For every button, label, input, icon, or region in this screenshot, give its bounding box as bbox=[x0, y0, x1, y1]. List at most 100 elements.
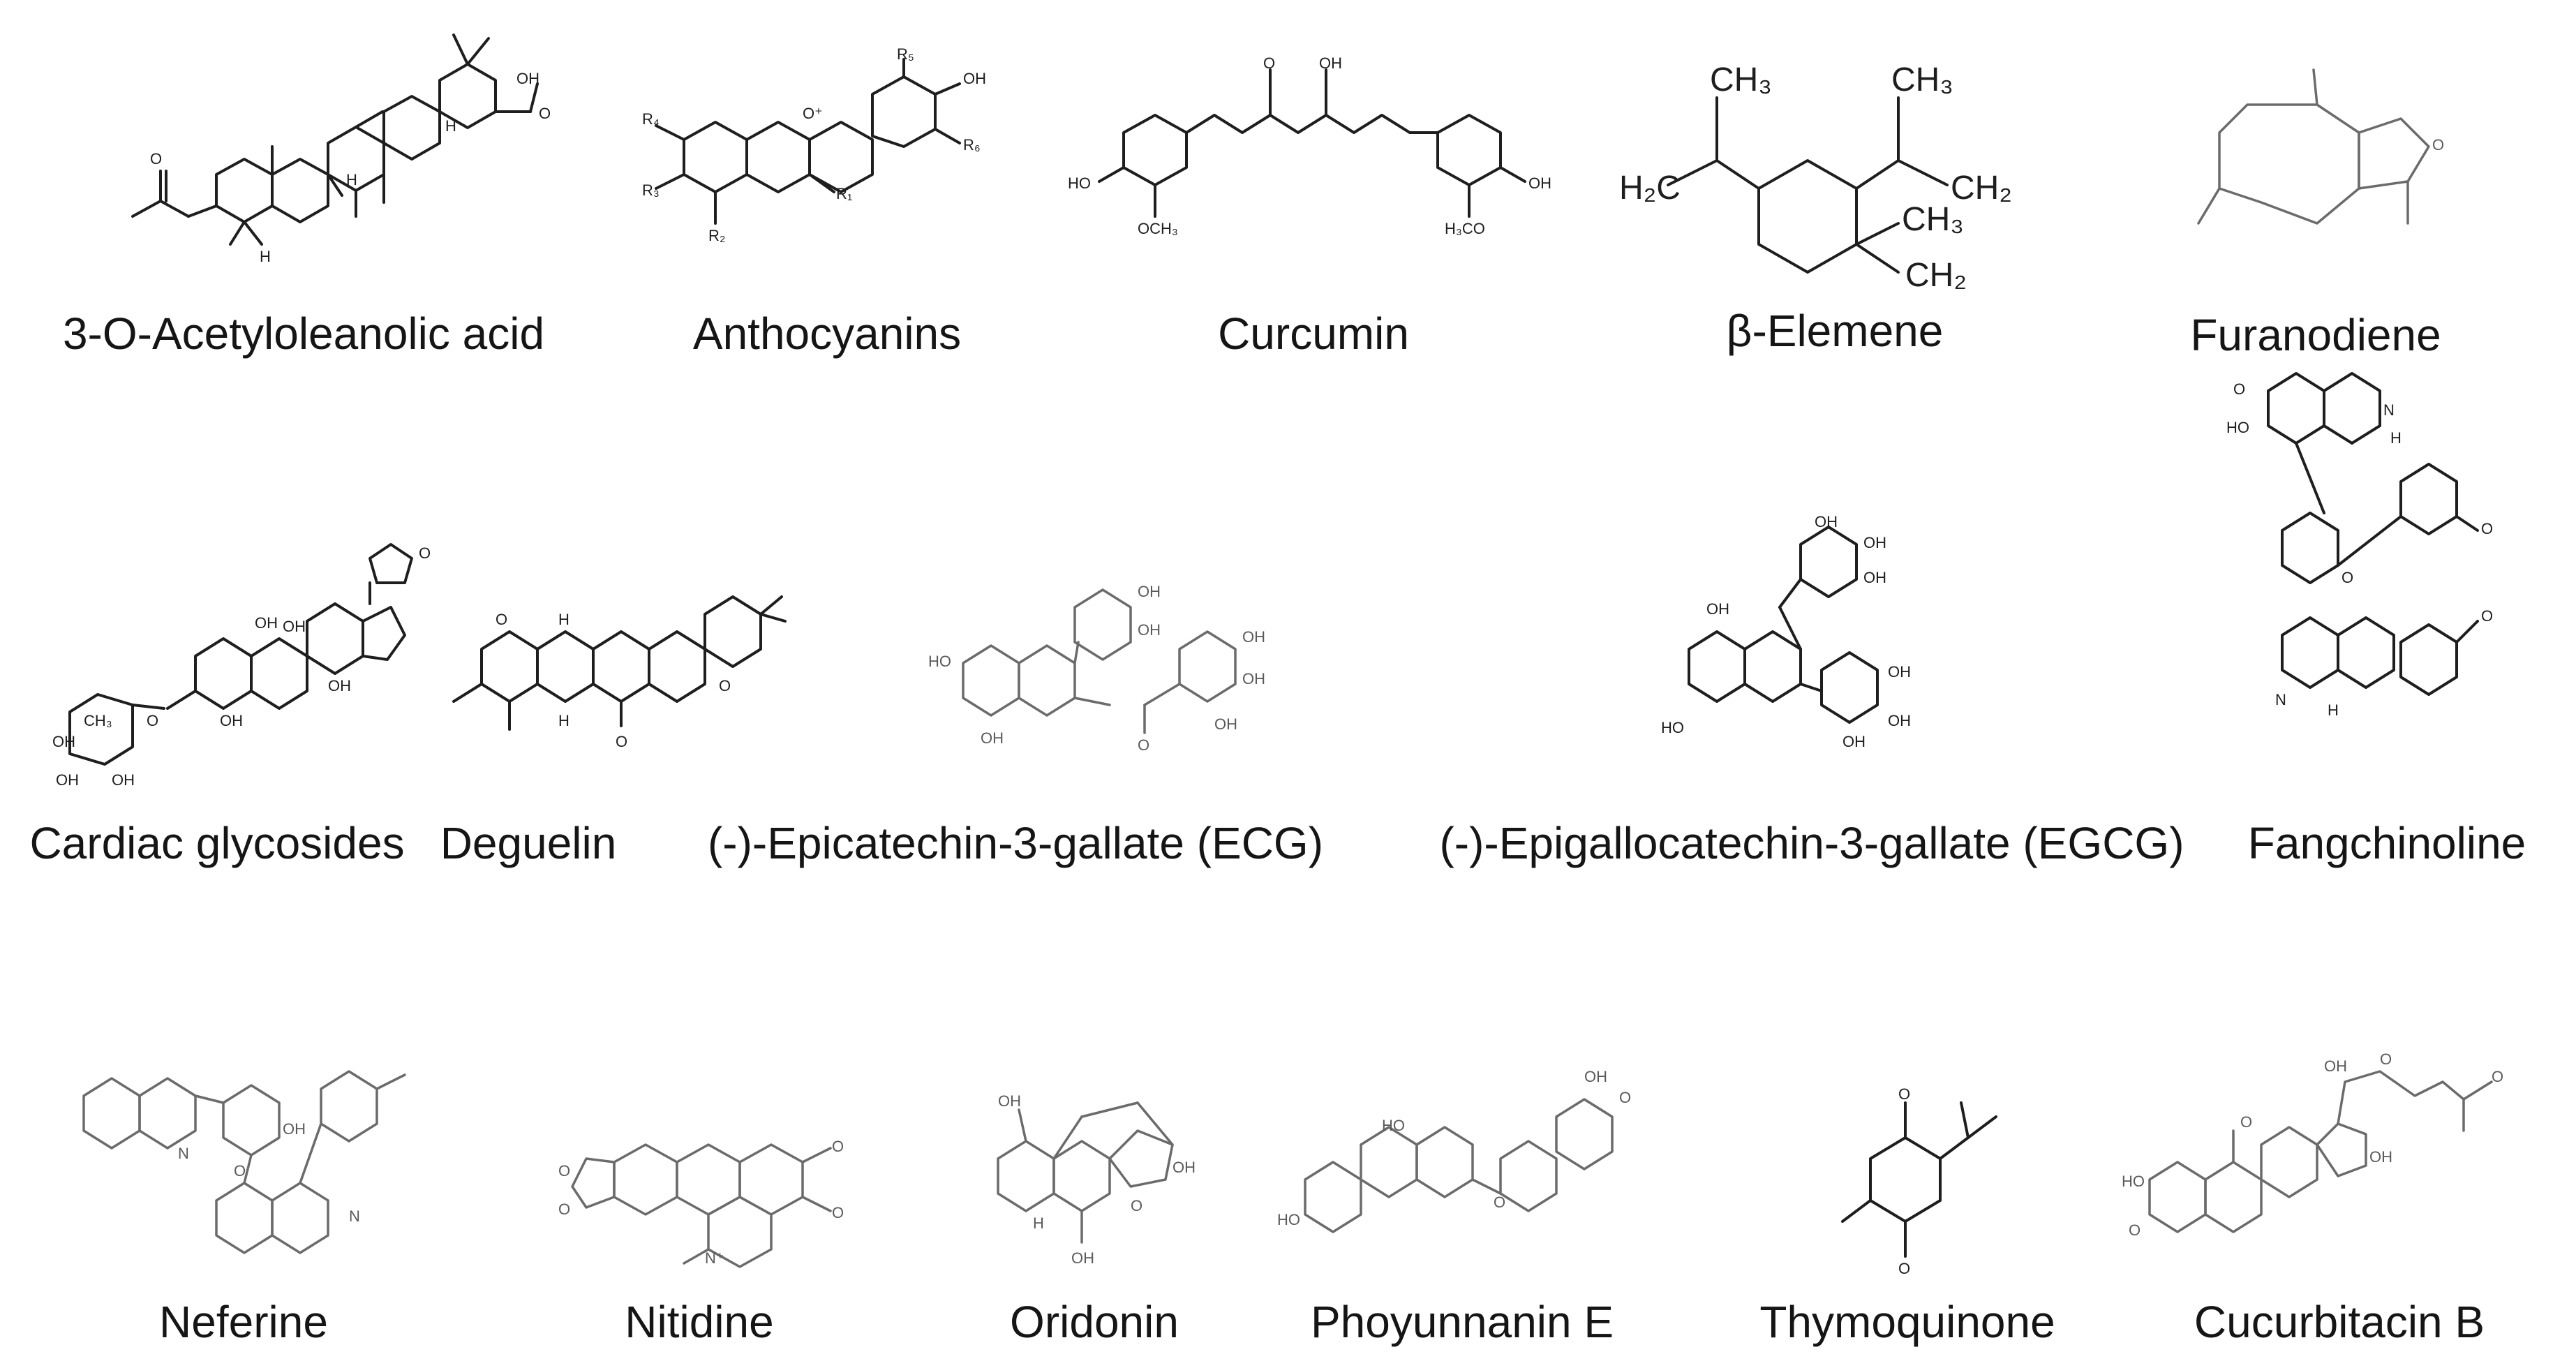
svg-text:OH: OH bbox=[56, 771, 79, 789]
svg-text:O: O bbox=[719, 677, 731, 694]
svg-text:R₆: R₆ bbox=[963, 136, 981, 154]
svg-text:O: O bbox=[2380, 1050, 2392, 1068]
svg-text:OH: OH bbox=[1863, 534, 1886, 551]
svg-text:HO: HO bbox=[928, 653, 951, 670]
svg-text:OH: OH bbox=[283, 1120, 306, 1138]
svg-text:CH₃: CH₃ bbox=[84, 712, 112, 729]
svg-text:CH₂: CH₂ bbox=[1951, 170, 2012, 207]
svg-text:OH: OH bbox=[1584, 1068, 1607, 1085]
structure-ecg: HO OH OH OH OH OH OH O bbox=[928, 583, 1265, 754]
svg-text:OH: OH bbox=[1242, 670, 1265, 687]
svg-text:O: O bbox=[539, 105, 551, 122]
svg-text:OH: OH bbox=[220, 712, 243, 729]
structure-deguelin: O H H O O bbox=[452, 595, 787, 750]
svg-text:OCH₃: OCH₃ bbox=[1138, 220, 1178, 237]
svg-text:OH: OH bbox=[1706, 600, 1729, 618]
svg-text:H₃CO: H₃CO bbox=[1445, 220, 1485, 237]
svg-text:O: O bbox=[1138, 736, 1149, 754]
svg-text:H: H bbox=[1033, 1214, 1044, 1232]
svg-text:CH₃: CH₃ bbox=[1891, 61, 1953, 98]
svg-text:OH: OH bbox=[516, 70, 539, 87]
svg-text:O: O bbox=[150, 150, 162, 168]
svg-text:CH₃: CH₃ bbox=[1902, 201, 1964, 238]
svg-text:HO: HO bbox=[2226, 419, 2249, 436]
svg-text:OH: OH bbox=[1172, 1159, 1196, 1176]
svg-text:H: H bbox=[558, 712, 569, 729]
svg-text:O: O bbox=[1131, 1197, 1142, 1214]
svg-text:R₄: R₄ bbox=[642, 110, 660, 128]
svg-text:OH: OH bbox=[1888, 663, 1911, 681]
svg-text:O: O bbox=[2233, 380, 2245, 398]
structure-anthocyanins: R₄ R₃ R₂ R₁ R₅ OH R₆ O⁺ bbox=[642, 45, 986, 244]
svg-text:OH: OH bbox=[2324, 1057, 2347, 1075]
compound-label: Phoyunnanin E bbox=[1310, 1297, 1614, 1347]
svg-text:H: H bbox=[2390, 429, 2402, 447]
svg-text:OH: OH bbox=[998, 1092, 1021, 1110]
svg-text:O: O bbox=[2432, 136, 2444, 154]
svg-text:OH: OH bbox=[1138, 621, 1161, 639]
svg-text:O: O bbox=[1898, 1260, 1910, 1277]
structure-cardiac-glycosides: O OH OH OH OH CH₃ OH OH OH O bbox=[52, 543, 431, 789]
svg-text:OH: OH bbox=[283, 618, 306, 635]
svg-text:N: N bbox=[2383, 401, 2395, 419]
svg-text:N: N bbox=[2275, 691, 2286, 708]
compound-label: (-)-Epigallocatechin-3-gallate (EGCG) bbox=[1439, 818, 2184, 868]
svg-text:O: O bbox=[147, 712, 158, 729]
compound-label: Fangchinoline bbox=[2247, 818, 2526, 868]
svg-text:O: O bbox=[2240, 1113, 2252, 1131]
compound-label: Deguelin bbox=[440, 818, 617, 868]
svg-text:O: O bbox=[2492, 1068, 2503, 1085]
svg-text:H: H bbox=[346, 171, 357, 188]
svg-text:O: O bbox=[1494, 1194, 1505, 1211]
svg-text:R₅: R₅ bbox=[897, 45, 914, 63]
svg-text:R₁: R₁ bbox=[836, 185, 852, 202]
structure-thymoquinone: O O bbox=[1841, 1085, 1997, 1277]
svg-text:O: O bbox=[2342, 569, 2353, 586]
svg-text:OH: OH bbox=[328, 677, 351, 694]
svg-text:H: H bbox=[445, 117, 456, 135]
svg-text:OH: OH bbox=[1842, 733, 1866, 750]
svg-text:OH: OH bbox=[981, 729, 1004, 747]
svg-text:O: O bbox=[1619, 1089, 1631, 1106]
compound-label: Nitidine bbox=[625, 1297, 774, 1347]
svg-text:R₃: R₃ bbox=[642, 181, 660, 199]
svg-text:HO: HO bbox=[1277, 1211, 1300, 1228]
svg-text:O: O bbox=[419, 544, 431, 562]
svg-text:OH: OH bbox=[1319, 54, 1342, 72]
structure-cucurbitacin-b: HO O O OH OH O O bbox=[2122, 1050, 2503, 1239]
structure-curcumin: O OH HO OCH₃ OH H₃CO bbox=[1068, 54, 1551, 237]
svg-text:OH: OH bbox=[963, 70, 986, 87]
svg-text:H₂C: H₂C bbox=[1619, 170, 1681, 207]
svg-text:H: H bbox=[2328, 701, 2339, 719]
svg-text:HO: HO bbox=[1068, 174, 1091, 192]
svg-text:H: H bbox=[558, 611, 569, 628]
svg-text:O: O bbox=[2129, 1221, 2141, 1239]
structure-egcg: HO OH OH OH OH OH OH OH bbox=[1661, 513, 1911, 750]
svg-text:O: O bbox=[1898, 1085, 1910, 1103]
svg-text:N: N bbox=[178, 1145, 189, 1162]
svg-text:HO: HO bbox=[2122, 1173, 2145, 1190]
svg-text:OH: OH bbox=[1888, 712, 1911, 729]
svg-text:O: O bbox=[832, 1138, 844, 1155]
svg-text:OH: OH bbox=[1138, 583, 1161, 600]
compound-label: (-)-Epicatechin-3-gallate (ECG) bbox=[707, 818, 1324, 868]
svg-text:OH: OH bbox=[1528, 174, 1551, 192]
svg-text:OH: OH bbox=[1815, 513, 1838, 530]
svg-text:O: O bbox=[832, 1204, 844, 1221]
structure-neferine: OH N N O bbox=[82, 1070, 406, 1254]
svg-text:O: O bbox=[2481, 607, 2493, 625]
svg-text:CH₃: CH₃ bbox=[1710, 61, 1772, 98]
svg-text:OH: OH bbox=[2369, 1148, 2392, 1166]
svg-text:O: O bbox=[558, 1200, 570, 1218]
svg-text:OH: OH bbox=[52, 733, 75, 750]
svg-text:HO: HO bbox=[1661, 719, 1684, 736]
svg-text:CH₂: CH₂ bbox=[1905, 257, 1967, 294]
compound-label: 3-O-Acetyloleanolic acid bbox=[62, 308, 545, 359]
svg-text:O: O bbox=[1263, 54, 1275, 72]
compound-label: Cardiac glycosides bbox=[29, 818, 405, 868]
compound-label: Anthocyanins bbox=[692, 308, 962, 359]
svg-text:N⁺: N⁺ bbox=[705, 1249, 724, 1267]
structure-3-o-acetyloleanolic-acid: O H H H OH O bbox=[131, 34, 551, 265]
structure-furanodiene: O bbox=[2197, 68, 2444, 225]
structure-beta-elemene: CH₃ CH₃ H₂C CH₂ CH₃ CH₂ bbox=[1619, 61, 2012, 294]
